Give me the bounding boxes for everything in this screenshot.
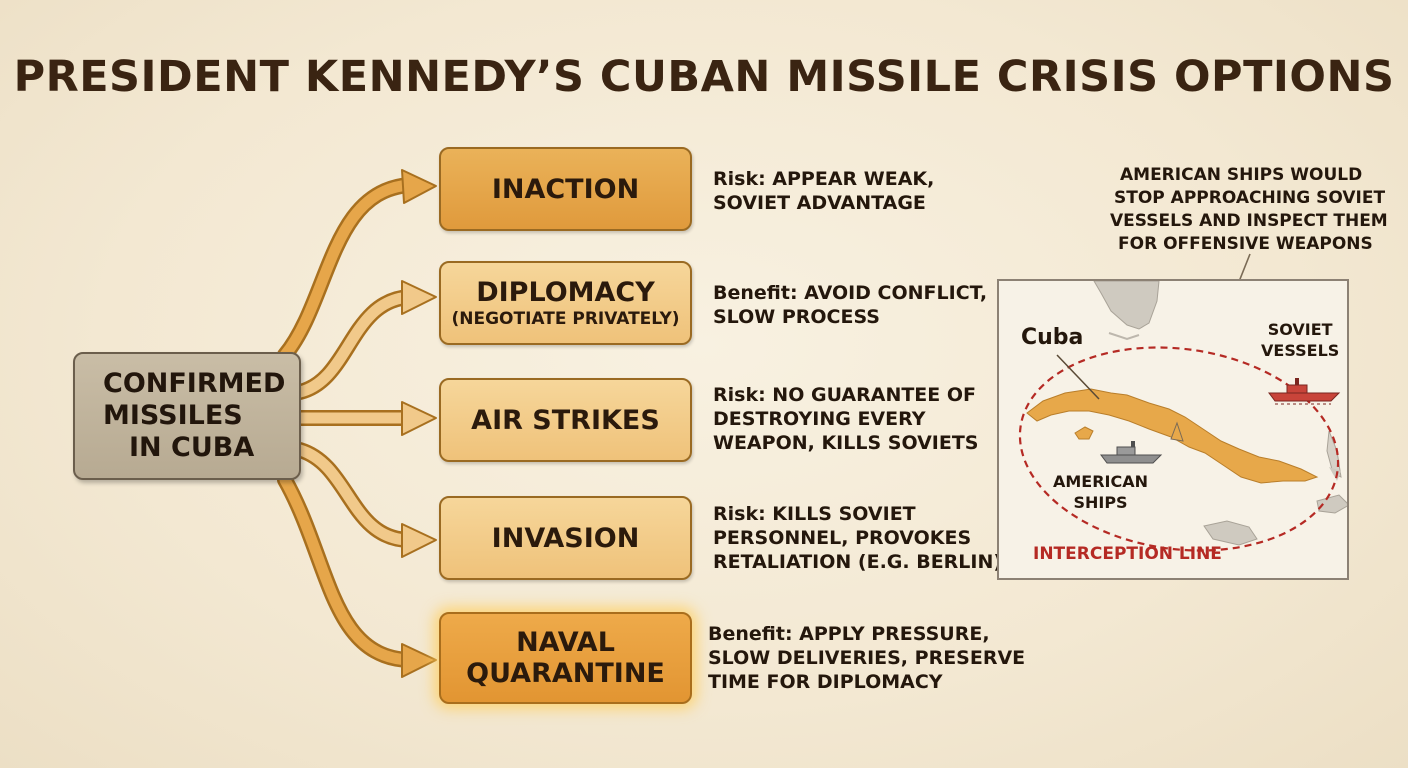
note-line: Benefit: APPLY PRESSURE, — [708, 623, 990, 645]
florida-keys — [1108, 332, 1140, 341]
american-label-line: AMERICAN — [1053, 472, 1149, 491]
note-diplomacy: Benefit: AVOID CONFLICT, SLOW PROCESS — [713, 281, 987, 329]
note-air-strikes: Risk: NO GUARANTEE OF DESTROYING EVERY W… — [713, 383, 978, 455]
arrowhead-invasion — [401, 523, 437, 558]
american-ship-icon — [1100, 441, 1163, 464]
note-line: PERSONNEL, PROVOKES — [713, 527, 972, 549]
florida-landmass — [1093, 281, 1160, 330]
arrowhead-naval-quarantine — [401, 643, 437, 678]
map-caption: AMERICAN SHIPS WOULD STOP APPROACHING SO… — [1110, 164, 1388, 256]
note-line: Risk: NO GUARANTEE OF — [713, 384, 977, 406]
note-line: SLOW DELIVERIES, PRESERVE — [708, 647, 1026, 669]
note-line: Risk: APPEAR WEAK, — [713, 168, 935, 190]
island — [1203, 520, 1258, 546]
note-line: TIME FOR DIPLOMACY — [708, 671, 943, 693]
cuba-label: Cuba — [1021, 325, 1084, 350]
note-line: SLOW PROCESS — [713, 306, 880, 328]
note-naval-quarantine: Benefit: APPLY PRESSURE, SLOW DELIVERIES… — [708, 622, 1025, 694]
note-line: DESTROYING EVERY — [713, 408, 926, 430]
option-label: AIR STRIKES — [471, 404, 660, 436]
note-line: SOVIET ADVANTAGE — [713, 192, 926, 214]
option-label: INVASION — [491, 522, 640, 554]
caption-line: VESSELS AND INSPECT THEM — [1110, 211, 1388, 231]
caption-pointer-head — [1170, 421, 1184, 442]
option-invasion: INVASION — [439, 496, 692, 580]
note-line: WEAPON, KILLS SOVIETS — [713, 432, 979, 454]
american-ships-label: AMERICAN SHIPS — [1053, 471, 1148, 513]
source-line: IN CUBA — [129, 432, 255, 463]
option-air-strikes: AIR STRIKES — [439, 378, 692, 462]
note-invasion: Risk: KILLS SOVIET PERSONNEL, PROVOKES R… — [713, 502, 1002, 574]
arrowhead-air-strikes — [401, 401, 437, 436]
soviet-vessels-label: SOVIET VESSELS — [1261, 319, 1339, 361]
soviet-ship-icon — [1268, 378, 1341, 405]
cuba-label-pointer — [1056, 354, 1100, 400]
caption-line: AMERICAN SHIPS WOULD — [1120, 165, 1363, 185]
interception-line-ellipse — [1018, 346, 1340, 552]
isla-de-la-juventud — [1074, 426, 1094, 440]
note-line: Risk: KILLS SOVIET — [713, 503, 916, 525]
option-label-line: QUARANTINE — [466, 658, 665, 689]
option-label: DIPLOMACY — [476, 276, 655, 308]
option-label: INACTION — [491, 173, 640, 205]
note-line: RETALIATION (E.G. BERLIN) — [713, 551, 1003, 573]
source-box-confirmed-missiles: CONFIRMED MISSILES IN CUBA — [73, 352, 301, 480]
american-label-line: SHIPS — [1073, 493, 1128, 512]
island — [1316, 494, 1347, 514]
option-diplomacy: DIPLOMACY (NEGOTIATE PRIVATELY) — [439, 261, 692, 345]
note-line: Benefit: AVOID CONFLICT, — [713, 282, 988, 304]
page-title: PRESIDENT KENNEDY’S CUBAN MISSILE CRISIS… — [13, 52, 1395, 102]
option-label-line: NAVAL — [516, 627, 615, 658]
caption-line: FOR OFFENSIVE WEAPONS — [1118, 234, 1373, 254]
option-inaction: INACTION — [439, 147, 692, 231]
option-sublabel: (NEGOTIATE PRIVATELY) — [451, 308, 680, 329]
source-line: MISSILES — [103, 400, 243, 431]
note-inaction: Risk: APPEAR WEAK, SOVIET ADVANTAGE — [713, 167, 934, 215]
source-line: CONFIRMED — [103, 368, 286, 399]
caption-line: STOP APPROACHING SOVIET — [1114, 188, 1386, 208]
cuba-map: Cuba SOVIET VESSELS AMERICAN SHIPS INTER… — [997, 279, 1349, 580]
soviet-label-line: SOVIET — [1267, 320, 1333, 339]
map-drawing — [1018, 281, 1347, 552]
arrowhead-diplomacy — [401, 280, 437, 315]
arrowhead-inaction — [401, 169, 437, 204]
island — [1329, 467, 1341, 481]
interception-line-label: INTERCEPTION LINE — [1033, 544, 1222, 564]
soviet-label-line: VESSELS — [1261, 341, 1340, 360]
option-naval-quarantine: NAVAL QUARANTINE — [439, 612, 692, 704]
